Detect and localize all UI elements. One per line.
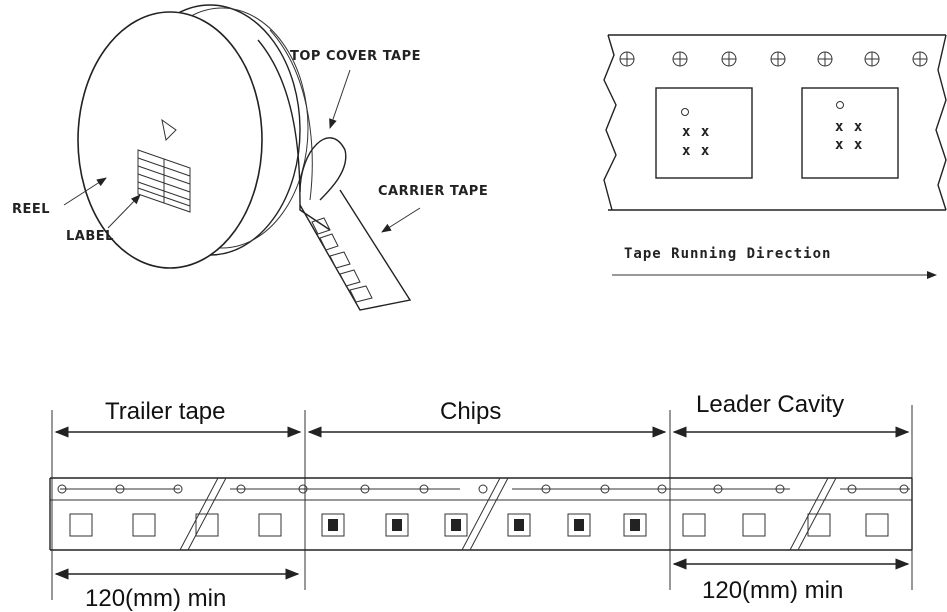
- label-arrow: [107, 194, 141, 229]
- pocket-left: [655, 87, 753, 179]
- pad-marks-left-bottom: x x: [682, 143, 710, 159]
- carrier-tape-arrow: [381, 207, 421, 233]
- sprocket-holes: [619, 51, 928, 67]
- pocket-right: [801, 87, 899, 179]
- section-boundaries: [51, 405, 913, 600]
- tape-running-direction-label: Tape Running Direction: [624, 246, 831, 262]
- pad-marks-right-bottom: x x: [835, 137, 863, 153]
- reel-illustration: [77, 4, 412, 311]
- reel-label: REEL: [12, 202, 50, 217]
- chips-title: Chips: [440, 398, 501, 425]
- top-cover-tape-label: TOP COVER TAPE: [290, 49, 421, 64]
- reel-arrow: [63, 177, 107, 206]
- leader-cavity-title: Leader Cavity: [696, 391, 844, 418]
- carrier-tape-label: CARRIER TAPE: [378, 184, 488, 199]
- trailer-min-length: 120(mm) min: [85, 585, 226, 612]
- label-grid: [137, 149, 191, 213]
- chip-filled-pockets: [321, 513, 647, 537]
- pad-marks-right-top: x x: [835, 119, 863, 135]
- top-cover-tape-arrow: [329, 69, 351, 129]
- leader-min-length: 120(mm) min: [702, 577, 843, 604]
- trailer-empty-pockets: [69, 513, 282, 537]
- carrier-pockets: [311, 217, 373, 303]
- tape-sprocket-holes: [57, 484, 910, 494]
- tape-direction-illustration: x x x x x x x x: [603, 34, 947, 211]
- label-label: LABEL: [66, 229, 114, 244]
- pad-marks-left-top: x x: [682, 124, 710, 140]
- trailer-tape-title: Trailer tape: [105, 398, 226, 425]
- carrier-tape-strip: [49, 477, 913, 551]
- leader-empty-pockets: [682, 513, 889, 537]
